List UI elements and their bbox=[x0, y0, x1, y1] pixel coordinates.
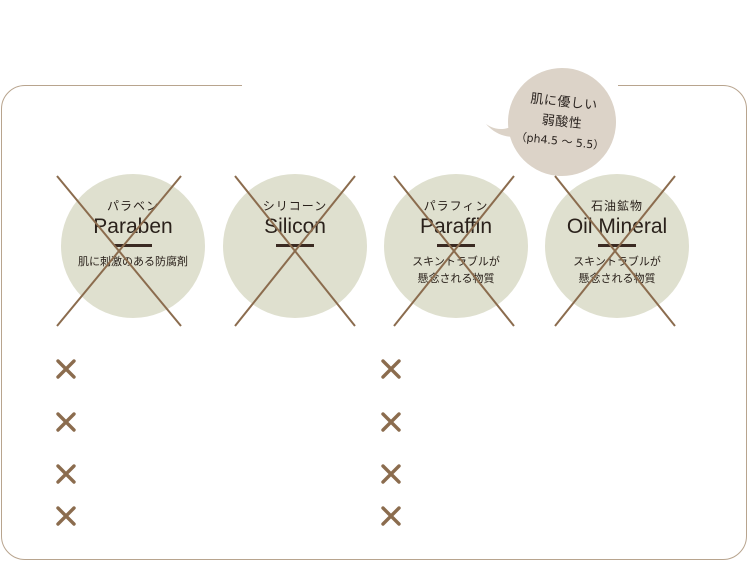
x-mark-icon bbox=[56, 359, 76, 379]
divider-bar bbox=[437, 244, 475, 247]
ingredient-kana: 石油鉱物 bbox=[590, 199, 643, 213]
bubble-text-ph-range: （ph4.5 ～ 5.5） bbox=[515, 130, 605, 153]
ingredient-name: Paraffin bbox=[420, 215, 492, 238]
ingredient-desc-2: 懸念される物質 bbox=[578, 272, 656, 285]
divider-bar bbox=[598, 244, 636, 247]
ingredient-kana: シリコーン bbox=[262, 199, 328, 213]
x-mark-icon bbox=[381, 412, 401, 432]
ingredient-paraffin: パラフィン Paraffin スキントラブルが 懸念される物質 bbox=[384, 174, 528, 327]
ingredient-name: Silicon bbox=[264, 215, 326, 238]
divider-bar bbox=[114, 244, 152, 247]
x-mark-icon bbox=[381, 464, 401, 484]
ingredient-silicon: シリコーン Silicon bbox=[223, 174, 367, 327]
x-mark-icon bbox=[56, 506, 76, 526]
x-mark-icon bbox=[56, 412, 76, 432]
ingredient-kana: パラベン bbox=[106, 199, 159, 213]
ingredient-kana: パラフィン bbox=[423, 199, 489, 213]
x-mark-icon bbox=[56, 464, 76, 484]
x-mark-icon bbox=[381, 506, 401, 526]
ingredient-desc: 肌に刺激のある防腐剤 bbox=[78, 255, 188, 268]
ingredient-name: Paraben bbox=[93, 215, 173, 238]
ingredient-desc-2: 懸念される物質 bbox=[417, 272, 495, 285]
x-mark-icon bbox=[381, 359, 401, 379]
ingredient-paraben: パラベン Paraben 肌に刺激のある防腐剤 bbox=[56, 174, 205, 327]
ingredient-oil-mineral: 石油鉱物 Oil Mineral スキントラブルが 懸念される物質 bbox=[545, 174, 689, 327]
divider-bar bbox=[276, 244, 314, 247]
ingredient-desc: スキントラブルが bbox=[573, 255, 661, 268]
content-frame bbox=[1, 85, 747, 560]
ingredient-desc: スキントラブルが bbox=[412, 255, 500, 268]
ingredient-name: Oil Mineral bbox=[566, 215, 668, 238]
